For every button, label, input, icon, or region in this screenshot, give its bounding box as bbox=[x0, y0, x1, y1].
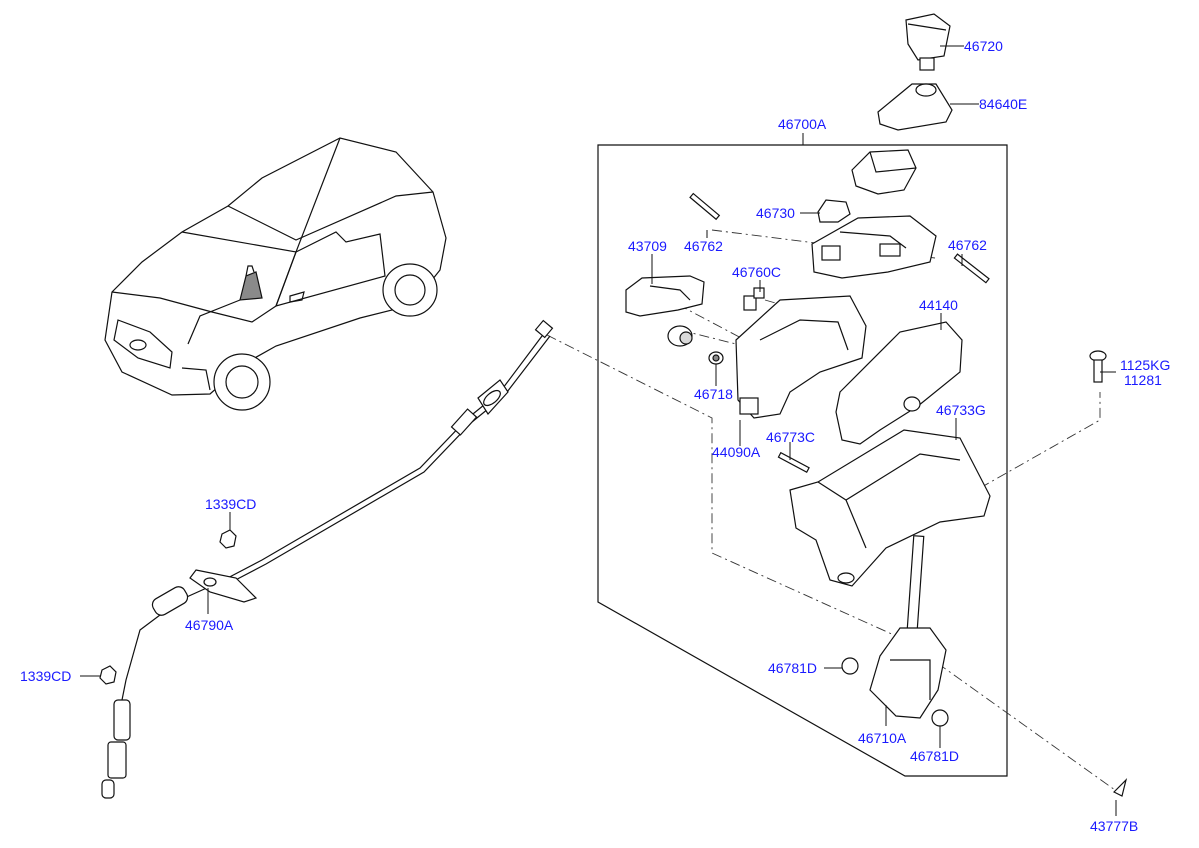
part-46760c bbox=[743, 287, 765, 311]
label-46781d-left[interactable]: 46781D bbox=[768, 660, 817, 676]
label-43777b[interactable]: 43777B bbox=[1090, 818, 1138, 834]
label-46733g[interactable]: 46733G bbox=[936, 402, 986, 418]
leader-lines bbox=[80, 45, 1117, 816]
pin-46762-right bbox=[953, 253, 990, 284]
label-46718[interactable]: 46718 bbox=[694, 386, 733, 402]
label-11281[interactable]: 11281 bbox=[1124, 372, 1162, 388]
label-46790a[interactable]: 46790A bbox=[185, 617, 234, 633]
part-46718 bbox=[708, 351, 724, 365]
pin-46773c bbox=[777, 451, 810, 473]
pin-46762-left bbox=[689, 192, 721, 221]
label-1125kg[interactable]: 1125KG bbox=[1120, 357, 1170, 373]
upper-housing bbox=[811, 215, 937, 279]
nut-1339cd-lower bbox=[99, 665, 117, 685]
bolt-1125kg bbox=[1089, 350, 1107, 383]
label-46720[interactable]: 46720 bbox=[964, 38, 1003, 54]
label-43709[interactable]: 43709 bbox=[628, 238, 667, 254]
label-46710a[interactable]: 46710A bbox=[858, 730, 907, 746]
part-labels: 46720 84640E 46700A 46730 46762 46762 43… bbox=[20, 38, 1170, 834]
nut-1339cd-upper bbox=[219, 529, 237, 549]
shift-boot bbox=[877, 83, 953, 131]
label-46730[interactable]: 46730 bbox=[756, 205, 795, 221]
vehicle-illustration bbox=[104, 137, 447, 411]
part-43709 bbox=[625, 275, 705, 317]
bracket-44090a bbox=[735, 295, 867, 419]
indicator-cover bbox=[851, 149, 917, 195]
label-84640e[interactable]: 84640E bbox=[979, 96, 1027, 112]
label-1339cd-lower[interactable]: 1339CD bbox=[20, 668, 71, 684]
bushing-46781d-left bbox=[841, 657, 859, 675]
label-46762-left[interactable]: 46762 bbox=[684, 238, 723, 254]
clip-43777b bbox=[1112, 778, 1128, 797]
label-46700a[interactable]: 46700A bbox=[778, 116, 827, 132]
shift-knob bbox=[905, 13, 951, 71]
part-46730 bbox=[817, 199, 851, 223]
cover-44140 bbox=[835, 321, 963, 445]
label-46762-right[interactable]: 46762 bbox=[948, 237, 987, 253]
label-1339cd-upper[interactable]: 1339CD bbox=[205, 496, 256, 512]
base-46733g bbox=[789, 429, 991, 587]
bushing-46781d-right bbox=[931, 709, 949, 727]
label-44140[interactable]: 44140 bbox=[919, 297, 958, 313]
label-44090a[interactable]: 44090A bbox=[712, 444, 761, 460]
label-46760c[interactable]: 46760C bbox=[732, 264, 781, 280]
assembly-frame bbox=[597, 144, 1008, 777]
roller bbox=[667, 325, 693, 347]
shift-cable bbox=[101, 319, 554, 799]
label-46781d-right[interactable]: 46781D bbox=[910, 748, 959, 764]
lever-46710a bbox=[869, 535, 947, 719]
label-46773c[interactable]: 46773C bbox=[766, 429, 815, 445]
